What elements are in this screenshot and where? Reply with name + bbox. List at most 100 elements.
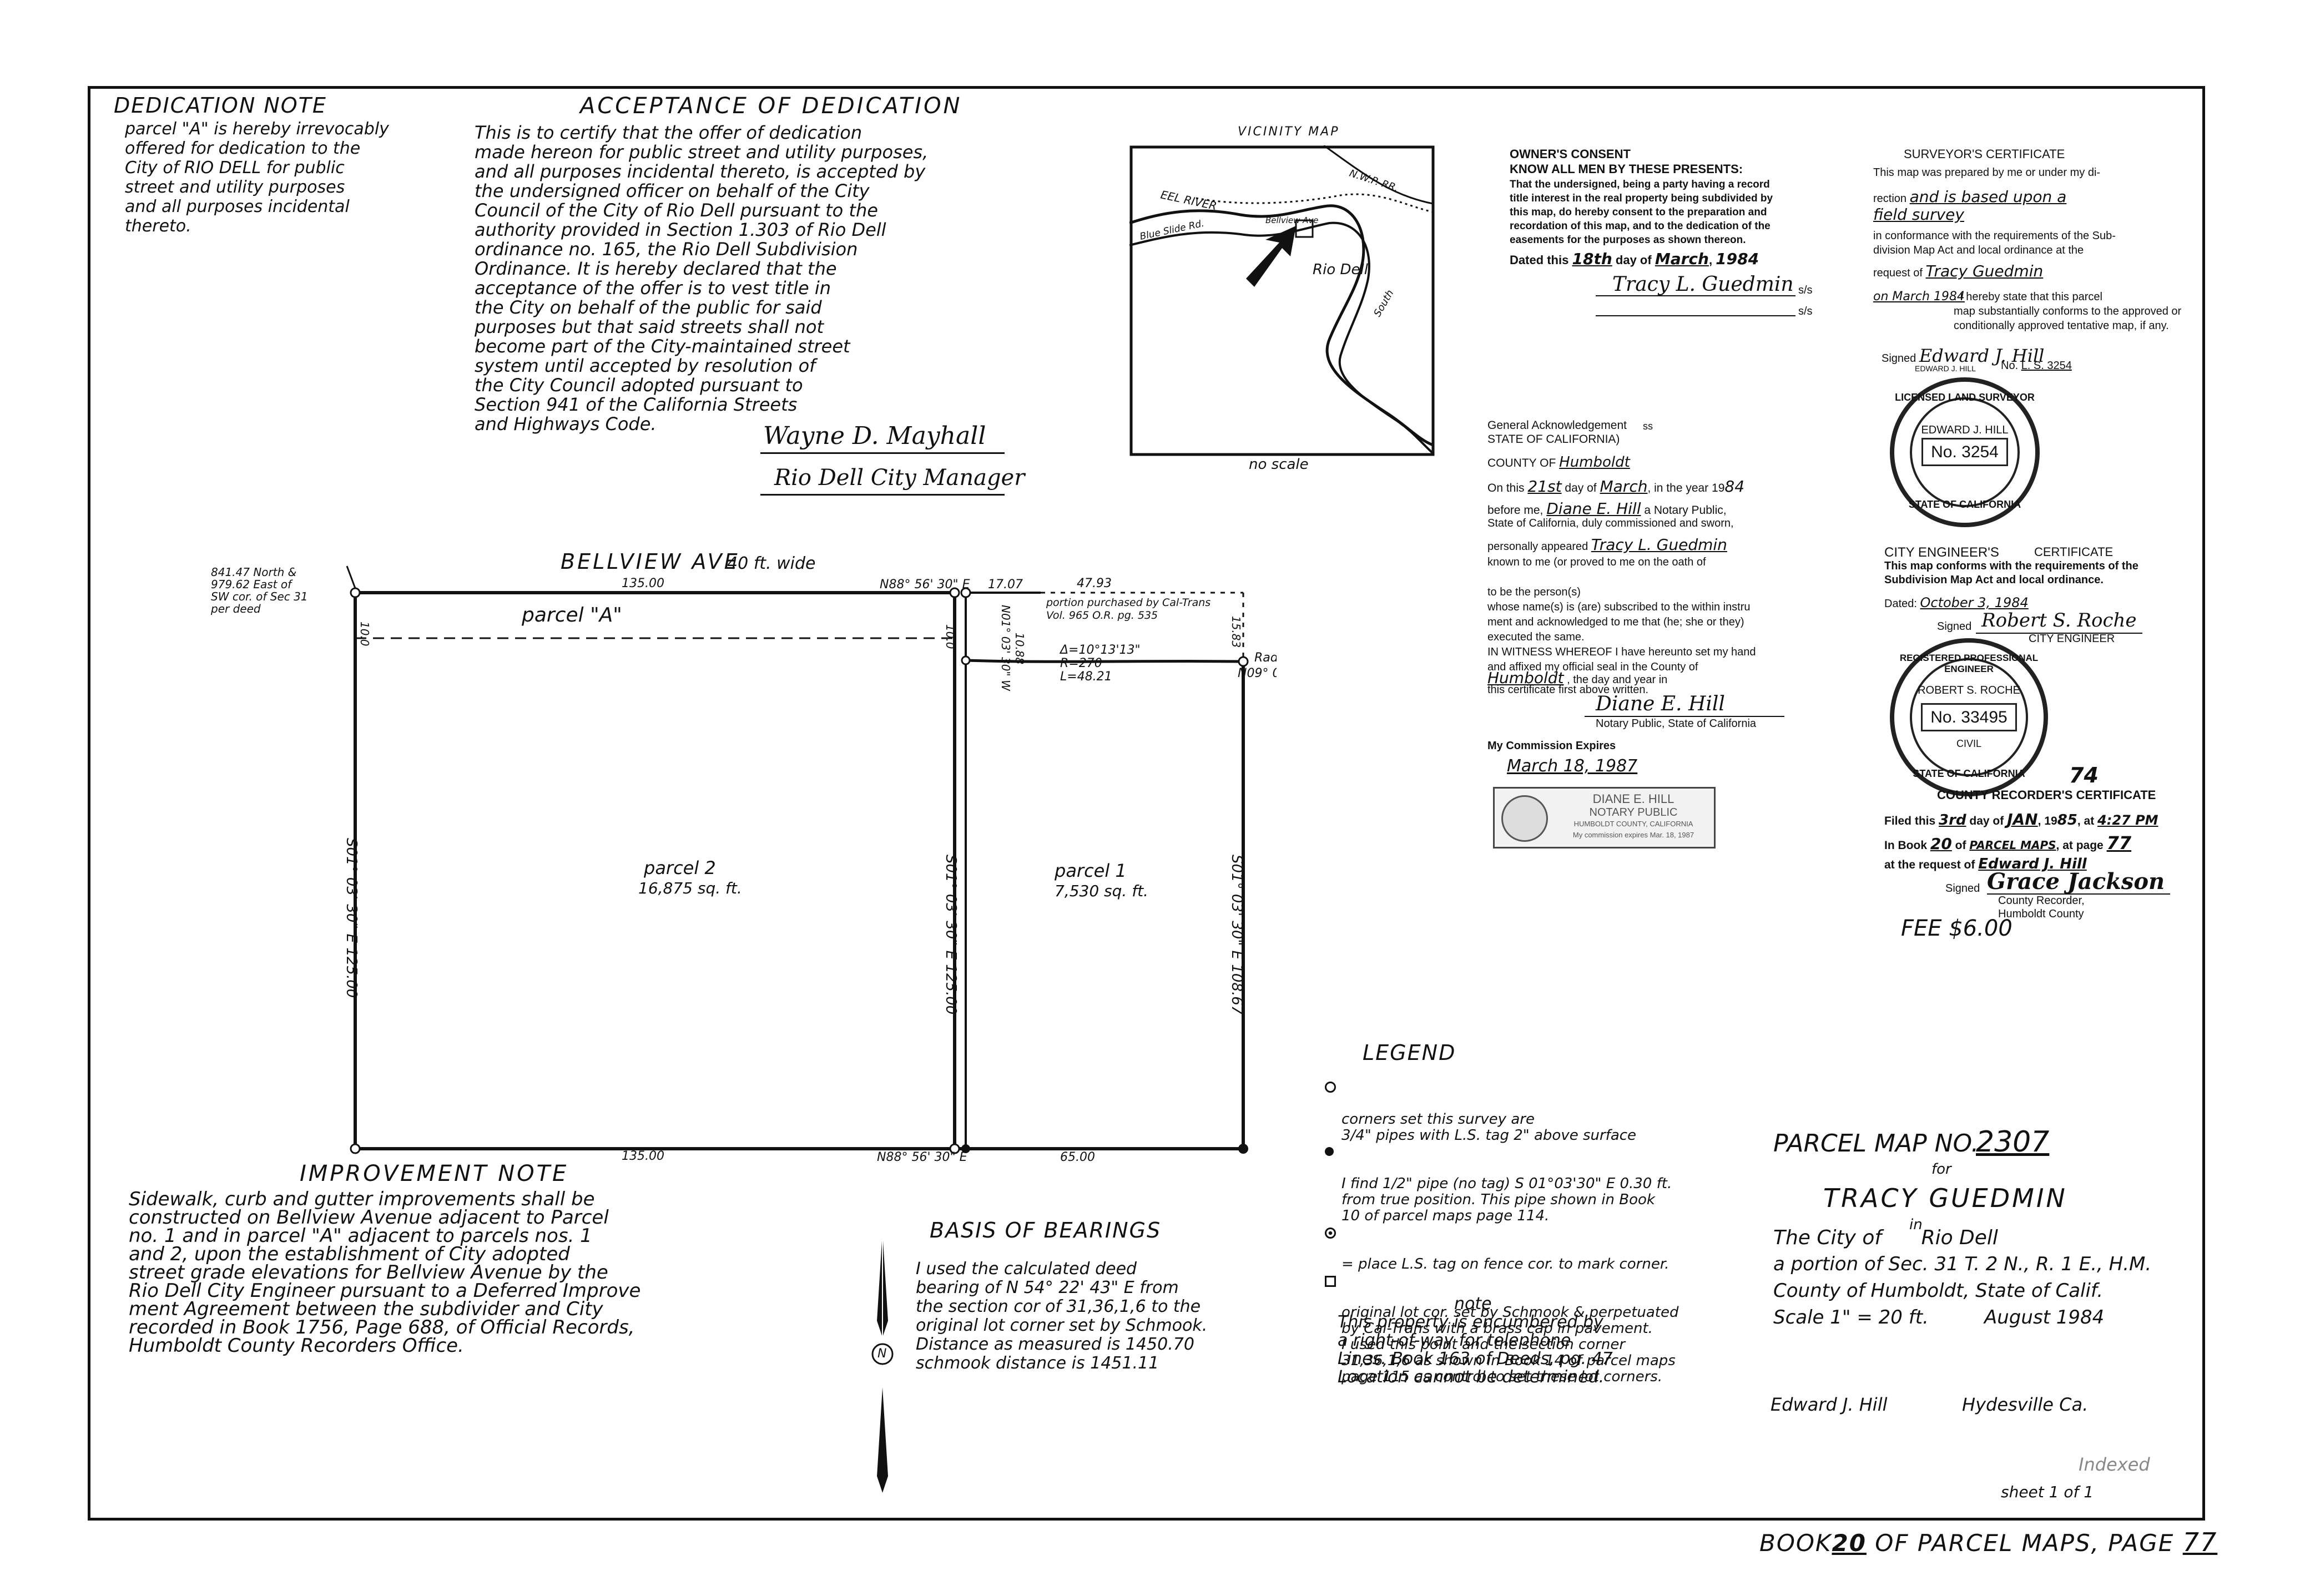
signature-line xyxy=(1596,315,1795,316)
recorder-signature: Grace Jackson xyxy=(1987,868,2165,895)
note-text: This property is encumbered by a right-o… xyxy=(1338,1312,1613,1387)
ack-in-year: , in the year 19 xyxy=(1647,482,1725,494)
city-engineer-signature: Robert S. Roche xyxy=(1981,609,2137,632)
owner-signature: Tracy L. Guedmin xyxy=(1612,273,1794,296)
footer-mid: OF PARCEL MAPS, PAGE xyxy=(1875,1529,2175,1557)
corner-marker xyxy=(1238,1144,1248,1154)
notary-name: Diane E. Hill xyxy=(1546,499,1641,518)
north-letter: N xyxy=(877,1347,887,1361)
map-sheet-border xyxy=(88,86,2205,1521)
ack-line3: State of California, duly commissioned a… xyxy=(1487,517,1734,529)
caltrans-purchase-line1: portion purchased by Cal-Trans xyxy=(1046,597,1210,609)
tie-note: 841.47 North & 979.62 East of SW cor. of… xyxy=(211,565,308,615)
seal-bottom-text: STATE OF CALIFORNIA xyxy=(1908,499,2021,510)
surveyor-name: Edward J. Hill xyxy=(1771,1394,1888,1415)
west-bearing: S01° 03' 30" E 125.00 xyxy=(343,838,360,998)
surveyor-title: SURVEYOR'S CERTIFICATE xyxy=(1904,147,2065,161)
recorder-of: of xyxy=(1955,839,1966,852)
recorder-role2: Humboldt County xyxy=(1998,908,2084,920)
professional-engineer-seal: REGISTERED PROFESSIONAL ENGINEER ROBERT … xyxy=(1890,638,2048,796)
curve-radius: R=270 xyxy=(1060,656,1102,670)
bearings-text: I used the calculated deed bearing of N … xyxy=(916,1259,1208,1373)
day-year-text: , the day and year in xyxy=(1567,674,1668,686)
at-page-label: , at page xyxy=(2056,839,2104,852)
dim-1088: 10.88 xyxy=(1013,633,1026,664)
ce-signed-label: Signed xyxy=(1937,620,1972,633)
surveyor-l6: . I hereby state that this parcel map su… xyxy=(1954,291,2182,332)
bearings-title: BASIS OF BEARINGS xyxy=(930,1218,1162,1243)
footer-book-prefix: BOOK xyxy=(1759,1529,1832,1557)
street-width: 40 ft. wide xyxy=(727,554,815,573)
corner-marker xyxy=(960,587,971,598)
signed-label: Signed xyxy=(1882,352,1916,365)
pe-seal-bottom: STATE OF CALIFORNIA xyxy=(1913,768,2025,779)
dotted-circle-icon xyxy=(1325,1228,1336,1239)
request-label: request of xyxy=(1873,267,1923,279)
recorder-request-label: at the request of xyxy=(1884,858,1975,871)
notary-stamp: DIANE E. HILL NOTARY PUBLIC HUMBOLDT COU… xyxy=(1493,787,1716,848)
recorder-book: 20 xyxy=(1930,835,1952,853)
city-engineer-text: This map conforms with the requirements … xyxy=(1884,560,2138,586)
seal-number: No. 3254 xyxy=(1921,438,2008,466)
legend-list: corners set this survey are 3/4" pipes w… xyxy=(1324,1079,1723,1385)
county-label: COUNTY OF xyxy=(1487,457,1556,469)
surveyor-l2b: and is based upon a xyxy=(1909,188,2067,206)
day-of-label: day of xyxy=(1615,253,1652,267)
title-line3: County of Humboldt, State of Calif. xyxy=(1773,1280,2104,1302)
recorder-page: 77 xyxy=(2106,832,2132,853)
surveyor-on-date: on March 1984 xyxy=(1873,290,1965,304)
recorder-request-name: Edward J. Hill xyxy=(1978,856,2087,872)
notary-public-line: Notary Public, State of California xyxy=(1596,718,1757,730)
bottom-right-distance: 65.00 xyxy=(1060,1150,1095,1164)
ack-county2: Humboldt xyxy=(1487,669,1564,687)
acceptance-title: ACCEPTANCE OF DEDICATION xyxy=(580,93,962,119)
pe-seal-top: REGISTERED PROFESSIONAL ENGINEER xyxy=(1899,653,2039,674)
seal-top-text: LICENSED LAND SURVEYOR xyxy=(1895,392,2035,403)
owners-month: March xyxy=(1655,250,1709,268)
ss-label: s/s xyxy=(1798,284,1813,296)
city-manager-signature: Wayne D. Mayhall xyxy=(763,422,986,450)
recorder-at: , at xyxy=(2077,815,2095,827)
corner-marker xyxy=(961,1144,970,1153)
recorder-day: 3rd xyxy=(1939,812,1966,829)
recorder-month: JAN xyxy=(2007,810,2038,829)
note-title: note xyxy=(1454,1294,1492,1314)
footer-book-reference: BOOK20 OF PARCEL MAPS, PAGE 77 xyxy=(1759,1527,2217,1557)
vicinity-scale: no scale xyxy=(1249,456,1309,473)
filled-circle-icon xyxy=(1325,1147,1334,1156)
footer-page: 77 xyxy=(2182,1527,2218,1557)
dated-label: Dated this xyxy=(1510,253,1569,267)
vicinity-map: EEL RIVER N.W.P. RR. Blue Slide Rd. Bell… xyxy=(1129,145,1435,456)
signature-line xyxy=(760,494,1005,496)
corner-marker xyxy=(350,1143,361,1154)
in-label: in xyxy=(1909,1216,1923,1233)
curve-length: L=48.21 xyxy=(1060,670,1112,684)
tie-arrow xyxy=(346,565,356,589)
radial-bearing-1: Radial bearing xyxy=(1254,651,1277,665)
top-mid-distance: 17.07 xyxy=(988,578,1023,592)
dedication-title: DEDICATION NOTE xyxy=(114,93,327,118)
parcel1-area: 7,530 sq. ft. xyxy=(1055,882,1148,900)
title-line2: a portion of Sec. 31 T. 2 N., R. 1 E., H… xyxy=(1773,1253,2152,1275)
dim-1583: 15.83 xyxy=(1229,616,1243,648)
pe-seal-number: No. 33495 xyxy=(1921,703,2017,731)
ls-number: L. S. 3254 xyxy=(2021,360,2072,372)
owners-consent-title: OWNER'S CONSENT xyxy=(1510,147,1631,161)
notary-suffix: a Notary Public, xyxy=(1644,504,1727,517)
bottom-left-distance: 135.00 xyxy=(622,1149,664,1163)
bearing-north-segment: N01° 03' 30" W xyxy=(999,605,1012,691)
ack-state: STATE OF CALIFORNIA) xyxy=(1487,433,1620,446)
recorder-number: 74 xyxy=(2069,763,2099,787)
corner-marker xyxy=(961,655,971,665)
dim-10a: 10.0 xyxy=(358,622,371,647)
stamp-expires: My commission expires Mar. 18, 1987 xyxy=(1572,831,1694,839)
ack-year: 84 xyxy=(1724,477,1745,496)
square-icon xyxy=(1325,1276,1336,1287)
legend-item: corners set this survey are 3/4" pipes w… xyxy=(1324,1079,1723,1144)
ack-month: March xyxy=(1600,477,1648,496)
ack-ss: ss xyxy=(1643,421,1653,432)
street-name: BELLVIEW AVE xyxy=(561,549,740,574)
owners-year: 1984 xyxy=(1716,250,1759,268)
city-manager-title: Rio Dell City Manager xyxy=(774,465,1025,491)
appeared-label: personally appeared xyxy=(1487,541,1588,553)
